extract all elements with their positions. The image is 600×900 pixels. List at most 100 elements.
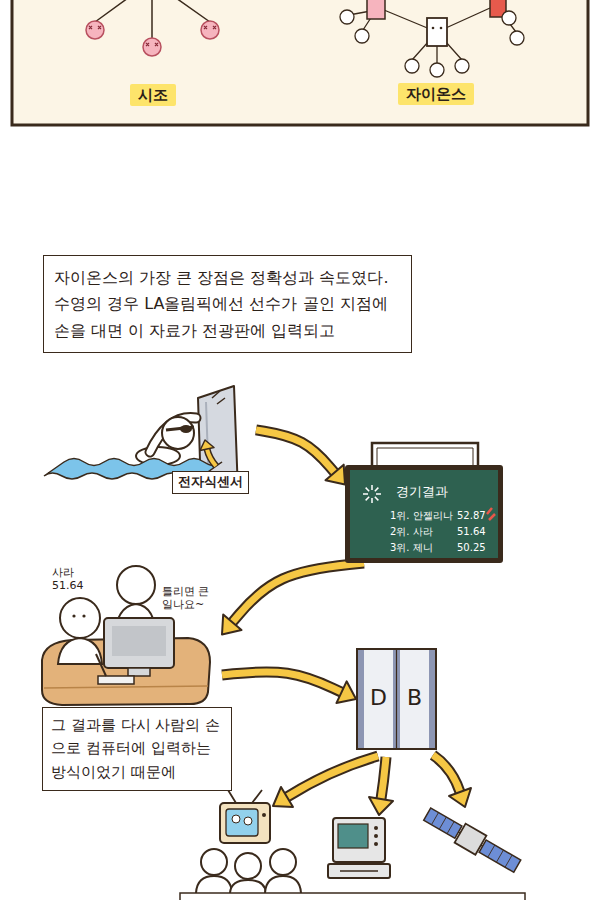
viewer-figure — [235, 853, 261, 879]
tv-icon — [226, 809, 258, 836]
dead-ancestors-figure — [86, 21, 104, 39]
computer-icon — [328, 818, 390, 878]
computer-icon — [333, 818, 385, 862]
arrow-body — [232, 563, 364, 622]
dead-ancestors-figure — [201, 21, 219, 39]
scoreboard-hanger — [377, 448, 473, 466]
title-label: 시조 — [130, 84, 176, 106]
layout-arrow — [381, 757, 386, 799]
node-text: 51.64 — [457, 526, 486, 538]
bottom-panel — [180, 893, 525, 900]
layout-arrow — [433, 755, 460, 792]
layout-arrow — [287, 756, 378, 797]
layout-arrow — [433, 755, 460, 792]
door-edge — [358, 650, 364, 748]
clock-burst — [363, 493, 368, 495]
clock-burst — [376, 493, 381, 495]
swimmer-figure — [207, 449, 216, 466]
dead-ancestors-figure — [89, 26, 216, 46]
node-text: 1위. 안젤리나 — [390, 510, 453, 522]
node-text: 사라 51.64 — [52, 567, 88, 592]
computer-icon — [374, 826, 378, 830]
network-figure — [440, 27, 443, 30]
arrow-head — [222, 615, 242, 635]
viewer-figure — [196, 849, 301, 893]
sensor-figure: 전자식센서 — [60, 385, 256, 500]
arrow-outline — [222, 672, 342, 692]
node-text: 자이온스 — [406, 84, 466, 104]
satellite-icon — [422, 805, 523, 876]
node-text: 그 결과를 다시 사람의 손으로 컴퓨터에 입력하는 방식이었기 때문에 — [51, 714, 223, 784]
tv-icon — [220, 790, 270, 843]
door-edge — [429, 650, 435, 748]
node-text: 경기결과 — [396, 484, 448, 500]
typist-figure — [82, 614, 85, 617]
typist-figure — [112, 626, 166, 656]
network-figure — [510, 31, 524, 45]
network-figure — [430, 63, 444, 77]
layout-arrow — [273, 787, 293, 807]
node-text: B — [407, 685, 422, 711]
node-text: 3위. 제니 — [390, 542, 433, 554]
swimmer-figure — [207, 449, 216, 466]
scoreboard-hanger — [372, 443, 478, 466]
typist-figure — [72, 614, 75, 617]
network-figure — [355, 29, 369, 43]
computer-icon — [328, 864, 390, 878]
arrow-body — [256, 430, 335, 473]
network-figure — [432, 27, 435, 30]
clock-burst — [371, 498, 373, 503]
typist-figure — [60, 598, 100, 638]
node-text: 자이온스의 가장 큰 장점은 정확성과 속도였다. 수영의 경우 LA올림픽에선… — [54, 265, 401, 344]
flow-arrow — [222, 563, 364, 635]
swimmer-figure — [212, 391, 225, 404]
tv-icon — [228, 790, 262, 803]
viewer-figure — [265, 876, 301, 893]
typist-figure — [128, 668, 150, 676]
tv-icon — [220, 803, 270, 843]
typist-figure — [58, 638, 102, 664]
computer-icon — [338, 824, 368, 848]
bottom-panel — [180, 893, 525, 900]
door-edge — [393, 650, 400, 748]
title-label: 자이온스 — [398, 83, 474, 105]
arrow-body — [222, 672, 342, 692]
top-panel — [12, 0, 588, 125]
network-figure — [367, 0, 385, 19]
satellite-icon — [488, 845, 512, 867]
layout-arrow — [287, 756, 378, 797]
node-text: 틀리면 큰일나요~ — [162, 586, 218, 611]
typist-figure — [96, 654, 106, 676]
typist-figure — [44, 686, 208, 688]
layout-arrow — [449, 788, 471, 807]
arrow-outline — [256, 430, 335, 473]
tv-icon — [232, 815, 240, 823]
highlight-mark — [487, 508, 495, 520]
network-figure — [502, 11, 516, 25]
database-box: DB — [356, 648, 437, 750]
viewer-figure — [270, 849, 296, 875]
typist-figure — [104, 618, 174, 668]
scoreboard-hanger — [372, 443, 478, 466]
swimmer-figure — [162, 417, 194, 449]
network-figure — [455, 59, 469, 73]
layout-arrow — [273, 755, 471, 815]
typist-figure — [117, 566, 155, 604]
tv-icon — [262, 813, 266, 817]
narration-box: 그 결과를 다시 사람의 손으로 컴퓨터에 입력하는 방식이었기 때문에 — [42, 707, 232, 791]
dead-ancestors-figure — [86, 0, 219, 56]
scoreboard: 경기결과1위. 안젤리나52.872위. 사라51.643위. 제니50.25 — [345, 465, 503, 563]
door-gap — [396, 650, 397, 748]
flow-arrow — [222, 672, 356, 703]
clock-burst — [375, 497, 379, 501]
satellite-icon — [424, 808, 462, 838]
computer-icon — [374, 842, 378, 846]
flow-arrow — [256, 430, 345, 485]
network-figure — [405, 59, 419, 73]
node-text: 50.25 — [457, 542, 486, 554]
dead-ancestors-figure — [143, 38, 161, 56]
dead-ancestors-figure — [95, 0, 210, 38]
swimmer-figure — [200, 440, 214, 451]
arrow-head — [325, 465, 345, 485]
